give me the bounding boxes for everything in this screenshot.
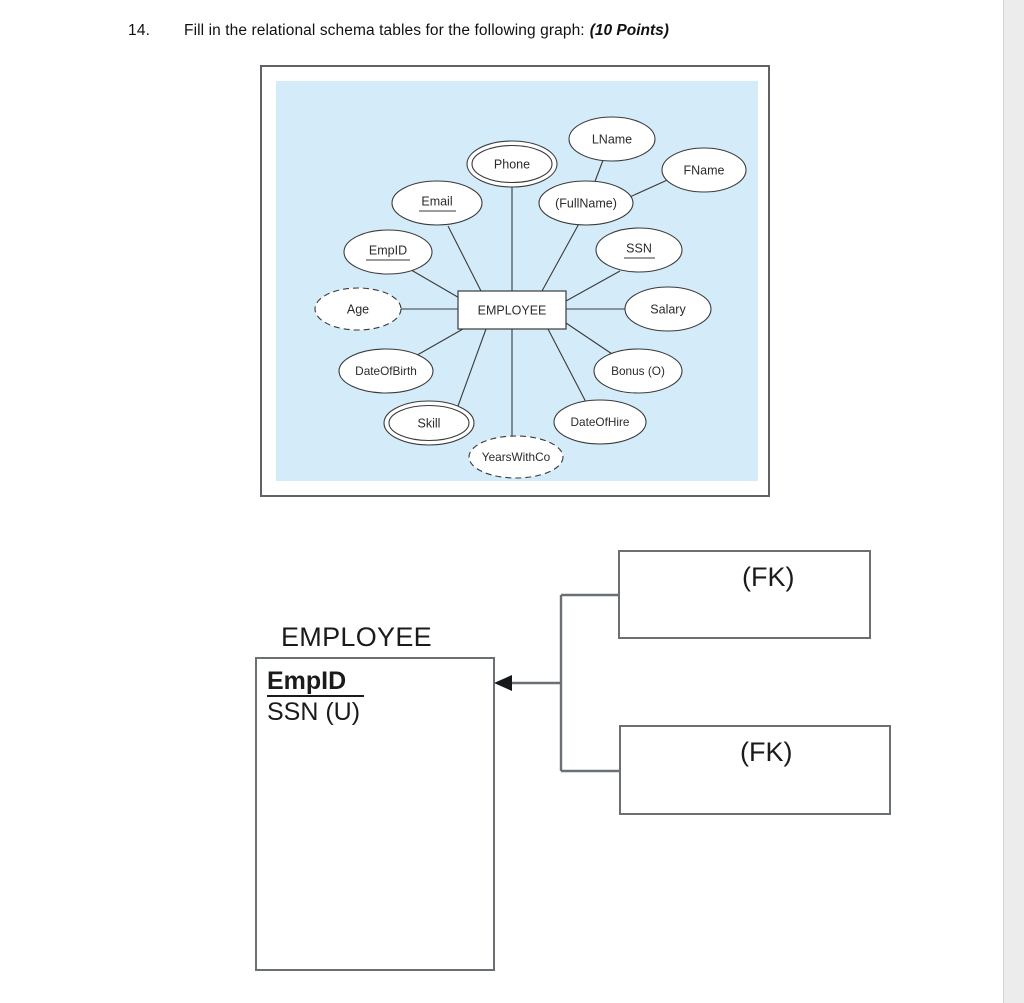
fk-table-label-2: (FK) [740, 737, 793, 767]
er-diagram-canvas: Phone LName FName (FullName) [276, 81, 758, 481]
svg-text:Email: Email [421, 194, 452, 208]
relationship-arrowhead [494, 675, 512, 691]
er-attribute-fullname: (FullName) [538, 180, 634, 226]
employee-table-title: EMPLOYEE [281, 622, 432, 652]
er-attribute-dateofhire: DateOfHire [553, 399, 647, 445]
svg-text:EMPLOYEE: EMPLOYEE [478, 303, 547, 317]
svg-text:EmpID: EmpID [369, 243, 407, 257]
fk-table-label-1: (FK) [742, 562, 795, 592]
employee-primary-key: EmpID [267, 668, 365, 698]
svg-text:SSN: SSN [626, 241, 652, 255]
svg-text:(FullName): (FullName) [555, 196, 617, 210]
er-attribute-phone: Phone [466, 140, 558, 188]
er-attribute-salary: Salary [624, 286, 712, 332]
fk-table-box-2[interactable] [619, 725, 891, 815]
svg-text:YearsWithCo: YearsWithCo [482, 450, 551, 464]
employee-unique-attribute: SSN (U) [267, 698, 361, 727]
er-attribute-ssn: SSN [595, 227, 683, 273]
svg-text:DateOfHire: DateOfHire [570, 415, 629, 429]
er-attribute-dateofbirth: DateOfBirth [338, 348, 434, 394]
fk-table-box-1[interactable] [618, 550, 871, 639]
question-number: 14. [128, 22, 151, 39]
question-text: Fill in the relational schema tables for… [184, 22, 585, 39]
er-attribute-empid: EmpID [343, 229, 433, 275]
er-attribute-age: Age [314, 287, 402, 331]
er-diagram-frame: Phone LName FName (FullName) [260, 65, 770, 497]
er-attribute-skill: Skill [383, 400, 475, 446]
question-points: (10 Points) [589, 22, 669, 39]
er-attribute-email: Email [391, 180, 483, 226]
er-attribute-fname: FName [661, 147, 747, 193]
svg-text:Phone: Phone [494, 157, 530, 171]
svg-text:Salary: Salary [650, 302, 686, 316]
employee-table-box[interactable] [255, 657, 495, 971]
er-diagram-svg: Phone LName FName (FullName) [314, 116, 747, 479]
er-entity-employee: EMPLOYEE [457, 290, 567, 330]
svg-text:FName: FName [684, 163, 725, 177]
er-attribute-yearswithco: YearsWithCo [468, 435, 564, 479]
svg-text:Skill: Skill [418, 416, 441, 430]
question-heading: 14. Fill in the relational schema tables… [128, 22, 669, 40]
er-attribute-bonus: Bonus (O) [593, 348, 683, 394]
er-attribute-lname: LName [568, 116, 656, 162]
svg-text:LName: LName [592, 132, 632, 146]
employee-table-attributes: EmpID SSN (U) [267, 668, 477, 727]
svg-text:DateOfBirth: DateOfBirth [355, 364, 417, 378]
svg-text:Bonus (O): Bonus (O) [611, 364, 665, 378]
svg-text:Age: Age [347, 302, 369, 316]
